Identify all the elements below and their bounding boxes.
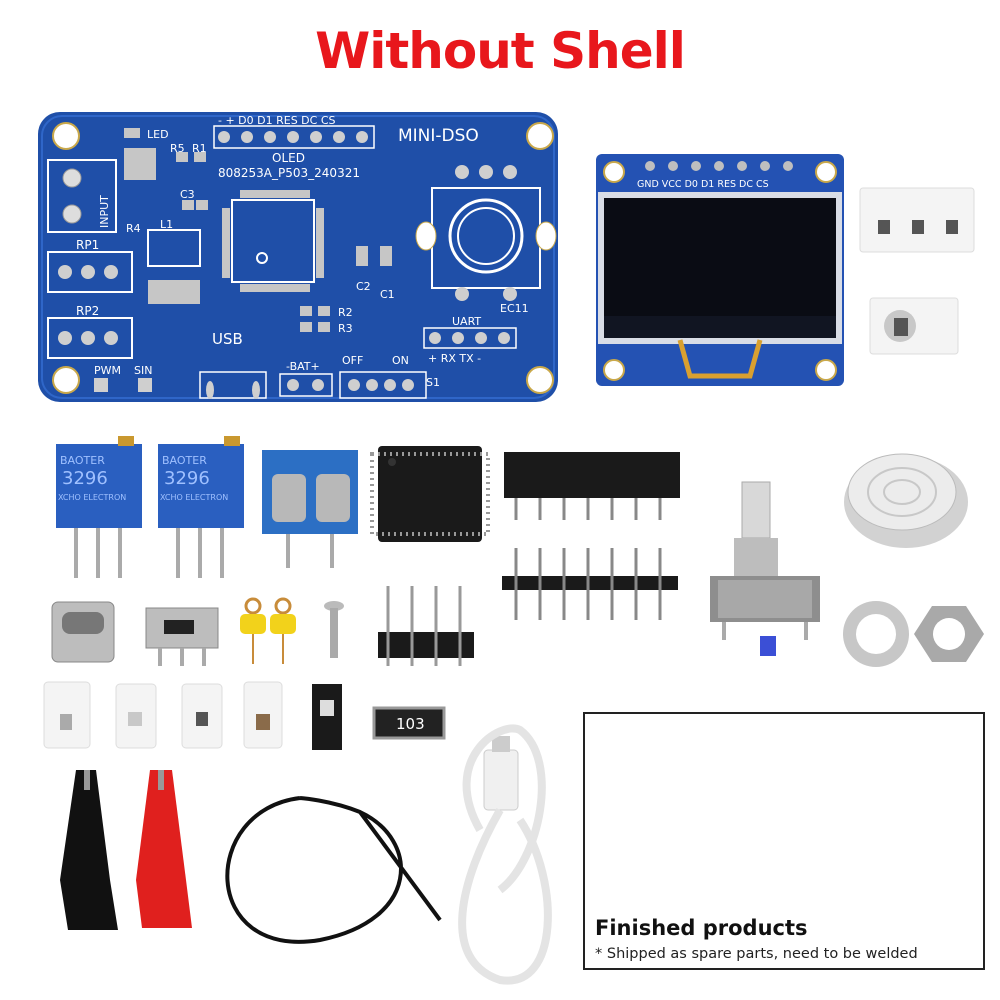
pcb-board-code: 808253A_P503_240321 (218, 166, 360, 180)
oled-module: GND VCC D0 D1 RES DC CS (596, 154, 844, 386)
pcb-label-uart: UART (452, 315, 481, 328)
screw (324, 601, 344, 658)
pot-sub-2: XCHO ELECTRON (160, 493, 228, 502)
wire (225, 796, 442, 944)
pcb-label-pwm: PWM (94, 364, 121, 377)
resistor-code: 103 (396, 715, 425, 733)
pcb-label-r1: R1 (192, 142, 207, 155)
pcb-label-c3: C3 (180, 188, 195, 201)
pot-sub-1: XCHO ELECTRON (58, 493, 126, 502)
page-title: Without Shell (315, 22, 686, 80)
pcb-label-usb: USB (212, 330, 243, 348)
pcb-label-c2: C2 (356, 280, 371, 293)
test-points (240, 597, 296, 664)
pcb-label-r5: R5 (170, 142, 185, 155)
pin-header-4 (378, 586, 474, 666)
pot-brand-2: BAOTER (162, 454, 207, 467)
knob (844, 453, 968, 548)
washer-and-nut (843, 601, 984, 667)
oled-pin-labels: GND VCC D0 D1 RES DC CS (637, 179, 769, 190)
pcb-label-on: ON (392, 354, 409, 367)
pcb-label-l1: L1 (160, 218, 173, 231)
male-header (502, 548, 678, 620)
pcb-header-pins: - + D0 D1 RES DC CS (218, 114, 336, 127)
usb-c-port (51, 601, 115, 663)
rotary-encoder (710, 481, 820, 656)
pcb-label-led: LED (147, 128, 169, 141)
usb-cable (458, 724, 552, 985)
pot-code-1: 3296 (62, 468, 108, 489)
pot-brand-1: BAOTER (60, 454, 105, 467)
pcb-uart-pins: + RX TX - (428, 352, 481, 365)
mini-dso-pcb: MINI-DSO 808253A_P503_240321 LED R5 R1 C… (38, 112, 558, 402)
pcb-label-input: INPUT (98, 195, 111, 228)
qfp-chip (370, 446, 490, 542)
pcb-label-sin: SIN (134, 364, 152, 377)
pcb-label-off: OFF (342, 354, 363, 367)
alligator-clips (60, 770, 192, 930)
smd-carriers (43, 681, 342, 750)
pcb-board-name: MINI-DSO (398, 126, 479, 146)
pcb-label-r2: R2 (338, 306, 353, 319)
smd-tape (859, 187, 975, 355)
slide-switch (145, 607, 219, 666)
pcb-label-rp1: RP1 (76, 238, 99, 252)
pcb-label-r3: R3 (338, 322, 353, 335)
pcb-label-s1: S1 (426, 376, 440, 389)
trimmer-potentiometers: BAOTER 3296 XCHO ELECTRON BAOTER 3296 XC… (56, 436, 244, 578)
pcb-label-ec11: EC11 (500, 302, 529, 315)
inset-note: * Shipped as spare parts, need to be wel… (595, 946, 918, 962)
pcb-label-rp2: RP2 (76, 304, 99, 318)
female-header (504, 452, 680, 520)
finished-product-inset (583, 712, 985, 970)
pot-code-2: 3296 (164, 468, 210, 489)
screw-terminal (262, 450, 358, 568)
pcb-label-oled: OLED (272, 151, 305, 165)
pcb-label-bat: -BAT+ (286, 360, 320, 373)
smd-resistor: 103 (372, 706, 446, 740)
pcb-label-c1: C1 (380, 288, 395, 301)
pcb-label-r4: R4 (126, 222, 141, 235)
inset-title: Finished products (595, 916, 808, 940)
